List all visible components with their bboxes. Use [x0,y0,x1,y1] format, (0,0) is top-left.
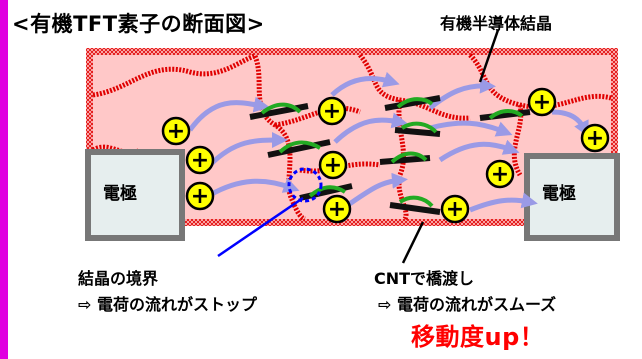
flow-arrow [469,192,538,213]
charge-carrier [185,145,215,175]
charge-carrier [185,181,215,211]
cnt-bridge [249,102,309,120]
cnt-bridge [299,183,353,201]
cnt-bridges [249,95,531,215]
cnt-bridge [267,139,331,158]
carrier-plus-sign: + [191,148,209,173]
carrier-plus-sign: + [446,197,464,222]
charge-carrier [580,123,610,153]
carrier-plus-sign: + [167,119,185,144]
flow-arrow [330,71,400,97]
cnt-bridge [479,109,531,121]
charge-carrier [527,87,557,117]
carrier-plus-sign: + [191,184,209,209]
carrier-plus-sign: + [533,90,551,115]
mobility-up-label: 移動度up！ [411,323,545,351]
cnt-leader [401,221,425,264]
material-label: 有機半導体結晶 [440,14,553,33]
cnt-bridge [389,195,441,215]
carrier-plus-sign: + [586,126,604,151]
carrier-plus-sign: + [323,99,341,124]
charge-carrier [485,159,515,189]
grain-boundary-label: 結晶の境界 [78,269,159,288]
flow-arrow [343,172,408,210]
right-electrode-label: 電極 [542,184,576,204]
grain-boundary-leader [217,196,304,258]
flow-arrow [438,139,520,163]
charge-carrier [322,194,352,224]
carrier-plus-sign: + [324,153,342,178]
carrier-plus-sign: + [328,197,346,222]
cnt-bridge [379,151,431,165]
charge-carrier [318,150,348,180]
grain-boundary-marker [287,167,323,203]
flow-arrow [551,109,589,138]
grain-boundary-effect: ⇨ 電荷の流れがストップ [78,295,257,314]
cnt-bridge [394,121,441,137]
flow-arrow [429,120,513,137]
cnt-label: CNTで橋渡し [374,269,475,288]
left-electrode [85,149,185,241]
flow-arrow [208,132,289,167]
diagram-title: <有機TFT素子の断面図> [12,12,265,36]
charge-carrier [440,194,470,224]
material-leader [478,29,500,83]
cnt-effect: ⇨ 電荷の流れがスムーズ [378,295,557,314]
cnt-bridge [384,95,441,111]
flow-arrow [333,112,408,144]
carrier-plus-sign: + [491,162,509,187]
charge-carrier [317,96,347,126]
charge-carriers: ++++++++++ [161,87,610,224]
flow-arrow [428,77,496,110]
left-electrode-label: 電極 [103,184,137,204]
charge-carrier [161,116,191,146]
flow-arrow [208,177,300,198]
charge-flow-arrows [187,71,589,213]
slide-left-border [0,0,8,359]
flow-arrow [187,96,270,132]
